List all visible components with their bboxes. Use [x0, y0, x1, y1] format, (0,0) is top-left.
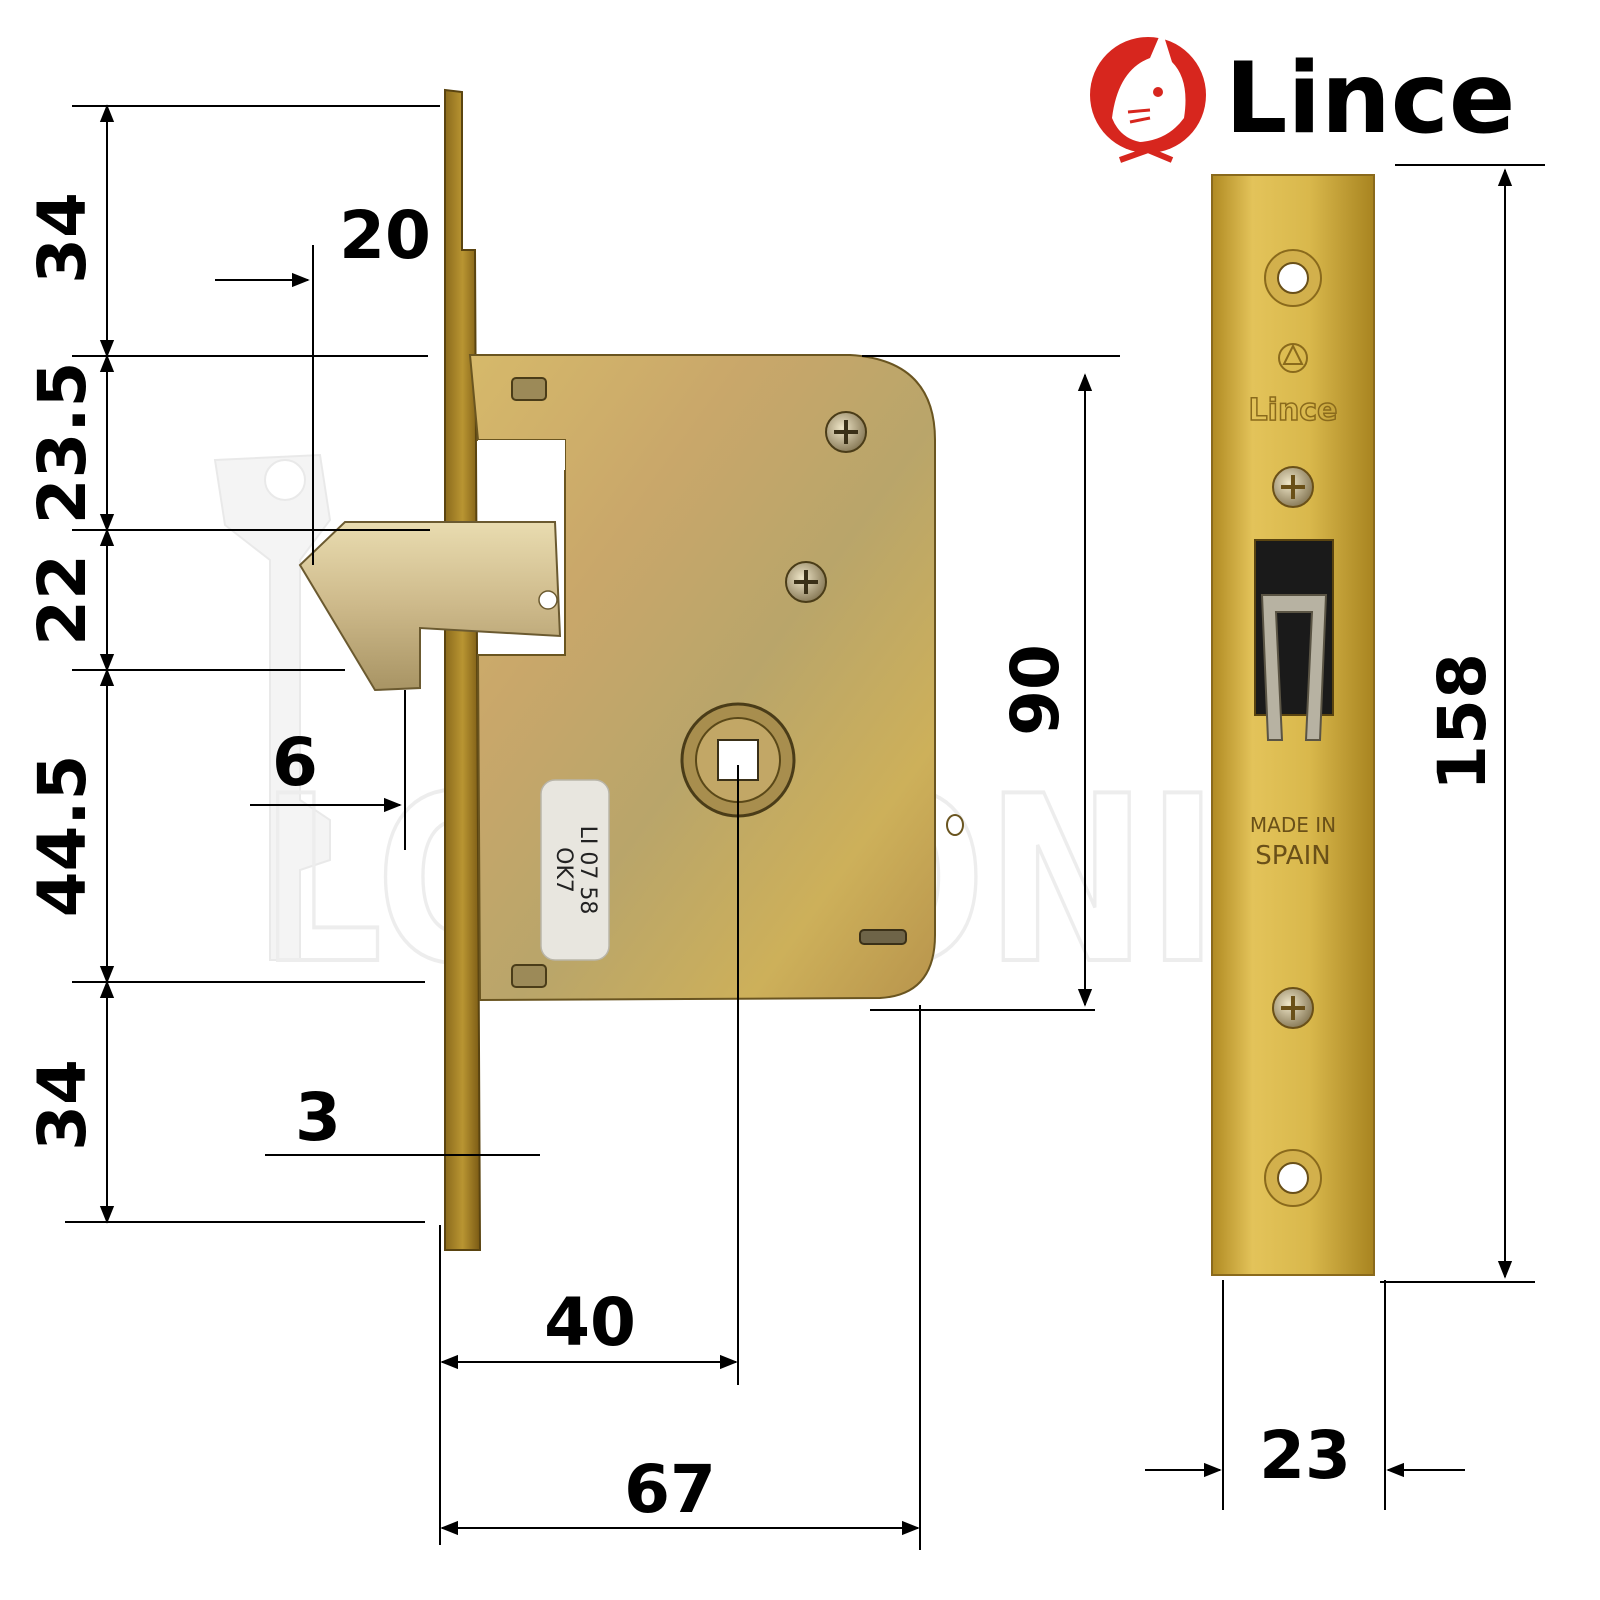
lock-faceplate-edge — [444, 88, 482, 1251]
dim-backset: 40 — [544, 1284, 636, 1361]
dim-faceplate-width: 23 — [1259, 1417, 1351, 1494]
dim-bottom-margin: 34 — [24, 1059, 101, 1151]
sticker-line1: OK7 — [551, 847, 576, 893]
latch-bolt — [298, 521, 562, 692]
lock-body: OK7 LI 07 58 — [298, 88, 964, 1251]
stamp-made-in: MADE IN — [1250, 813, 1336, 837]
lynx-logo-icon — [1090, 30, 1206, 163]
faceplate-brand-stamp: Lince — [1249, 393, 1338, 428]
dim-top-margin: 34 — [24, 192, 101, 284]
screw-icon — [825, 411, 867, 453]
screw-icon — [1272, 987, 1314, 1029]
dim-upper-gap: 23.5 — [24, 362, 101, 525]
latch-window — [478, 440, 565, 470]
dimension-lines — [65, 104, 1545, 1550]
faceplate — [1211, 174, 1375, 1276]
dim-latch-height: 22 — [24, 554, 101, 646]
fixing-hole — [946, 814, 964, 836]
dim-lower-gap: 44.5 — [24, 755, 101, 918]
dim-latch-throw: 20 — [339, 197, 431, 274]
rivet-top-left — [511, 377, 547, 401]
dim-faceplate-height: 158 — [1424, 653, 1501, 791]
latch-hook-front — [1260, 594, 1328, 741]
dim-case-height: 90 — [997, 644, 1074, 736]
label-sticker: OK7 LI 07 58 — [540, 779, 610, 961]
brand-name: Lince — [1225, 42, 1515, 156]
dim-case-depth: 67 — [624, 1451, 716, 1528]
bottom-fixing-hole — [1277, 1162, 1309, 1194]
dim-plate-thickness: 3 — [295, 1079, 341, 1156]
rivet-bottom-right — [859, 929, 907, 945]
key-watermark-icon — [213, 453, 332, 961]
screw-icon — [1272, 466, 1314, 508]
faceplate-front: Lince MADE IN SPAIN — [1211, 174, 1375, 1276]
screw-icon — [785, 561, 827, 603]
dimension-labels: 34 23.5 22 44.5 34 20 6 3 90 40 67 158 2… — [24, 192, 1501, 1528]
latch-hole — [538, 590, 558, 610]
rivet-bottom-left — [511, 964, 547, 988]
stamp-spain: SPAIN — [1255, 841, 1330, 871]
sticker-line2: LI 07 58 — [575, 826, 600, 915]
brand-logo: Lince — [1090, 30, 1515, 163]
lynx-stamp-icon — [1278, 343, 1308, 373]
top-fixing-hole — [1277, 262, 1309, 294]
dim-hook: 6 — [272, 724, 318, 801]
